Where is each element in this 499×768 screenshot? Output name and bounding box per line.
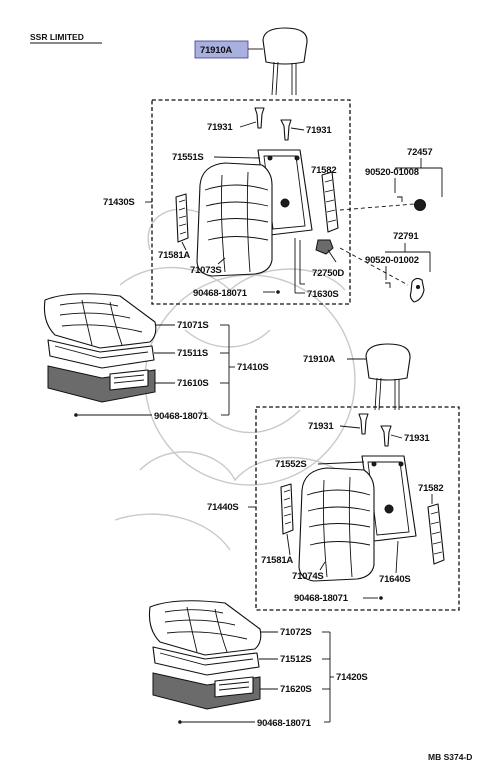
label-side-trim-left-upper[interactable]: 71581A xyxy=(158,250,191,261)
label-screw-upper[interactable]: 90468-18071 xyxy=(193,288,248,299)
label-hinge-screw-right-lower[interactable]: 71931 xyxy=(404,433,431,444)
headrest-lower xyxy=(365,343,411,411)
label-side-trim-left-lower[interactable]: 71581A xyxy=(261,555,294,566)
label-headrest-lower[interactable]: 71910A xyxy=(303,354,336,365)
label-lever-screw[interactable]: 90520-01002 xyxy=(365,255,419,266)
label-cushion-pad-upper[interactable]: 71511S xyxy=(177,348,208,359)
diagram-code: MB S374-D xyxy=(428,752,472,762)
hinge-screw-icon xyxy=(254,107,292,141)
bolt-icon xyxy=(315,239,337,263)
hinge-screw-icon xyxy=(358,413,392,447)
highlight-box xyxy=(194,40,249,59)
label-cushion-screw-lower[interactable]: 90468-18071 xyxy=(257,718,312,729)
side-trim-left-upper xyxy=(175,193,189,243)
label-hinge-bolt-upper[interactable]: 72750D xyxy=(312,268,345,279)
label-knob-screw[interactable]: 90520-01008 xyxy=(365,167,419,178)
label-cushion-frame-lower[interactable]: 71620S xyxy=(280,684,312,695)
side-trim-right-lower xyxy=(427,503,445,565)
seat-cushion-upper xyxy=(43,293,157,403)
seatback-upper xyxy=(196,149,313,277)
screw-icon xyxy=(379,596,383,600)
seatback-lower xyxy=(298,455,417,582)
screw-icon xyxy=(276,290,280,294)
label-cushion-assembly-lower[interactable]: 71420S xyxy=(336,672,368,683)
label-back-assembly-upper[interactable]: 71430S xyxy=(103,197,135,208)
label-back-frame-upper[interactable]: 71551S xyxy=(172,152,204,163)
label-hinge-screw-right[interactable]: 71931 xyxy=(306,125,333,136)
seat-cushion-lower xyxy=(148,600,262,710)
side-trim-left-lower xyxy=(280,483,294,535)
label-screw-lower[interactable]: 90468-18071 xyxy=(294,593,349,604)
label-back-assembly-lower[interactable]: 71440S xyxy=(207,502,239,513)
label-knob-group[interactable]: 72457 xyxy=(407,147,433,158)
label-hinge-screw-left-lower[interactable]: 71931 xyxy=(308,421,335,432)
headrest-upper xyxy=(262,27,308,96)
label-cushion-cover-upper[interactable]: 71071S xyxy=(177,320,209,331)
label-back-cover-upper[interactable]: 71073S xyxy=(190,265,222,276)
label-cushion-pad-lower[interactable]: 71512S xyxy=(280,654,312,665)
label-cushion-cover-lower[interactable]: 71072S xyxy=(280,627,312,638)
screw-icon xyxy=(178,720,182,724)
label-hinge-screw-left[interactable]: 71931 xyxy=(207,122,234,133)
screw-icon xyxy=(74,413,78,417)
label-lever-group[interactable]: 72791 xyxy=(393,231,420,242)
label-back-inner-lower[interactable]: 71640S xyxy=(379,574,411,585)
seatback-box-lower xyxy=(255,406,460,611)
label-side-trim-right-upper[interactable]: 71582 xyxy=(311,165,337,176)
knob-icon xyxy=(397,196,426,211)
lever-icon xyxy=(385,277,425,303)
label-back-inner-upper[interactable]: 71630S xyxy=(307,289,339,300)
label-back-frame-lower[interactable]: 71552S xyxy=(275,459,307,470)
label-cushion-frame-upper[interactable]: 71610S xyxy=(177,378,209,389)
label-cushion-assembly-upper[interactable]: 71410S xyxy=(237,362,269,373)
page-title: SSR LIMITED xyxy=(30,32,84,42)
label-headrest-upper[interactable]: 71910A xyxy=(200,45,233,56)
label-side-trim-right-lower[interactable]: 71582 xyxy=(418,483,444,494)
label-cushion-screw-upper[interactable]: 90468-18071 xyxy=(154,411,209,422)
label-back-cover-lower[interactable]: 71074S xyxy=(292,571,324,582)
side-trim-right-upper xyxy=(321,171,339,233)
